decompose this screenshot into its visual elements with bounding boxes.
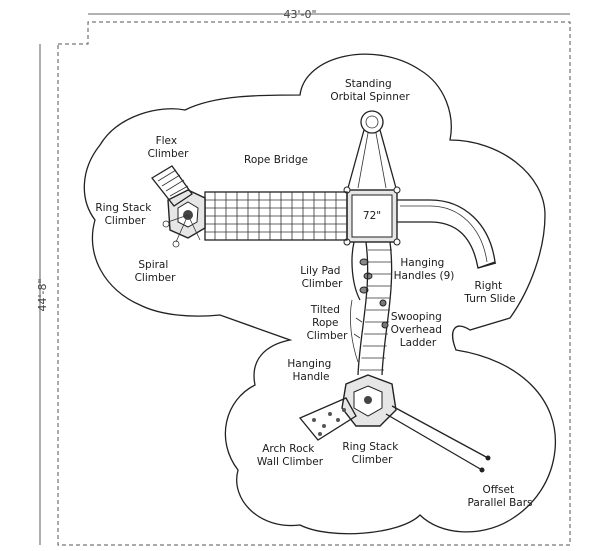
label-right-turn-slide: Right Turn Slide (463, 280, 515, 305)
width-dimension-label: 43'-0" (283, 8, 316, 21)
offset-parallel-bars (385, 405, 491, 473)
label-hanging-handle: Hanging Handle (287, 358, 334, 383)
lily-pad-climber (351, 241, 373, 301)
deck-72: 72" (343, 186, 401, 246)
label-arch-rock-wall-climber: Arch Rock Wall Climber (257, 443, 324, 468)
swooping-overhead-ladder (357, 241, 393, 376)
height-dimension-label: 44'-8" (36, 278, 49, 311)
label-offset-parallel-bars: Offset Parallel Bars (467, 484, 532, 509)
use-zone-outline (83, 53, 557, 535)
label-swooping-overhead-ladder: Swooping Overhead Ladder (391, 311, 446, 349)
label-ring-stack-climber-bottom: Ring Stack Climber (342, 441, 401, 466)
bottom-platform (341, 374, 397, 427)
tilted-rope-climber (350, 299, 363, 363)
flex-climber (151, 165, 193, 207)
right-turn-slide (397, 199, 497, 269)
label-flex-climber: Flex Climber (148, 135, 190, 160)
site-boundary (57, 21, 571, 546)
label-ring-stack-climber-top: Ring Stack Climber (95, 202, 154, 227)
deck-height-label: 72" (363, 210, 381, 222)
label-lily-pad-climber: Lily Pad Climber (300, 265, 344, 290)
label-rope-bridge: Rope Bridge (244, 154, 308, 166)
label-hanging-handles: Hanging Handles (9) (394, 257, 455, 282)
ring-stack-climber-top-structure (162, 189, 206, 248)
standing-orbital-spinner (347, 110, 397, 189)
label-tilted-rope-climber: Tilted Rope Climber (307, 304, 349, 342)
arch-rock-wall-climber (298, 397, 357, 441)
label-spiral-climber: Spiral Climber (135, 259, 177, 284)
rope-bridge (204, 191, 348, 241)
label-standing-orbital-spinner: Standing Orbital Spinner (330, 78, 410, 103)
